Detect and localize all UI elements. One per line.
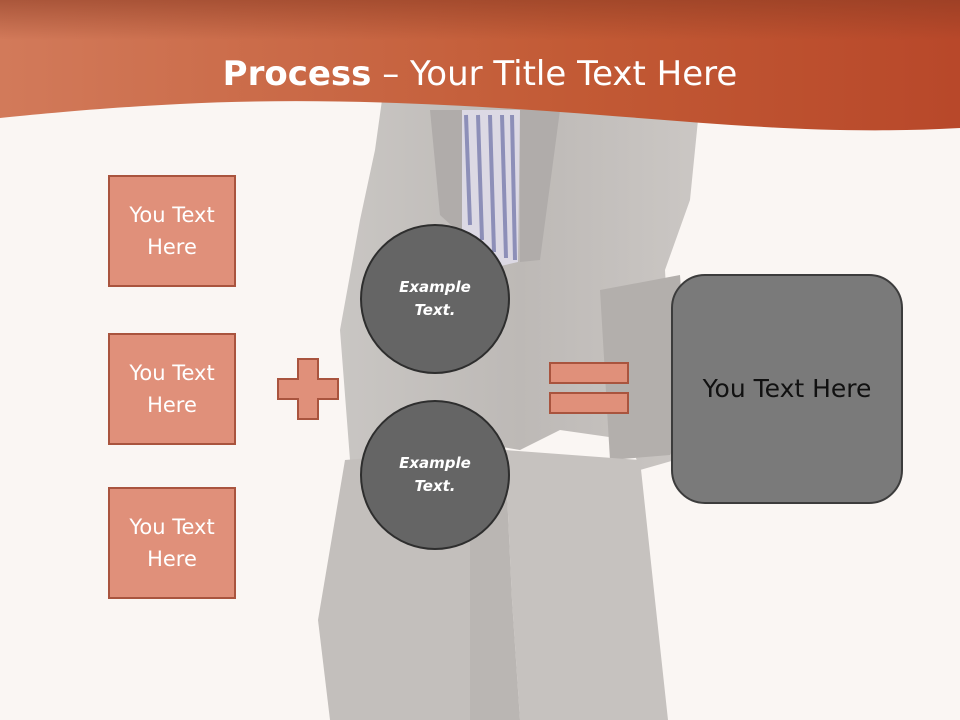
text-box-3[interactable]: You Text Here bbox=[108, 487, 236, 599]
equals-icon bbox=[549, 362, 629, 414]
plus-icon bbox=[277, 358, 339, 420]
header-banner bbox=[0, 0, 960, 131]
text-box-label: You Text Here bbox=[129, 203, 215, 259]
example-circle-1[interactable]: Example Text. bbox=[360, 224, 510, 374]
text-box-label: You Text Here bbox=[129, 361, 215, 417]
page-title: Process – Your Title Text Here bbox=[0, 52, 960, 96]
title-rest: Your Title Text Here bbox=[410, 54, 738, 94]
circle-label: Example Text. bbox=[399, 278, 471, 319]
circle-label: Example Text. bbox=[399, 454, 471, 495]
title-separator: – bbox=[371, 54, 411, 94]
title-bold: Process bbox=[222, 54, 372, 94]
example-circle-2[interactable]: Example Text. bbox=[360, 400, 510, 550]
result-label: You Text Here bbox=[702, 374, 872, 403]
result-box[interactable]: You Text Here bbox=[671, 274, 903, 504]
text-box-2[interactable]: You Text Here bbox=[108, 333, 236, 445]
text-box-label: You Text Here bbox=[129, 515, 215, 571]
text-box-1[interactable]: You Text Here bbox=[108, 175, 236, 287]
